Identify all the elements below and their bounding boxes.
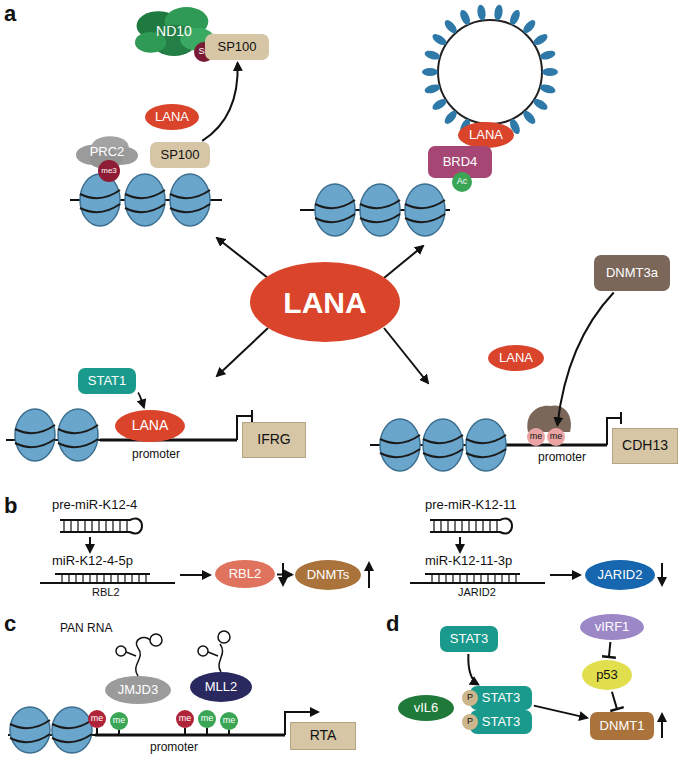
protein-shape: STAT1 xyxy=(78,368,136,394)
node-label: RTA xyxy=(310,728,337,743)
panel-letter: c xyxy=(4,612,16,636)
node-label: ND10 xyxy=(156,24,192,39)
mark-circle: me xyxy=(547,428,565,446)
protein-shape: MLL2 xyxy=(190,672,252,702)
node-label: LANA xyxy=(469,128,503,142)
node-label: JMJD3 xyxy=(118,683,158,697)
mark-circle: me xyxy=(110,712,128,730)
text-label: promoter xyxy=(132,448,180,461)
node-label: LANA xyxy=(283,286,366,319)
gene-box: CDH13 xyxy=(612,428,678,464)
node-label: IFRG xyxy=(257,432,290,447)
mark-circle: P xyxy=(462,690,478,706)
node-label: LANA xyxy=(132,418,169,433)
node-label: DNMTs xyxy=(307,568,350,582)
protein-shape: vIL6 xyxy=(398,695,454,721)
protein-shape: p53 xyxy=(582,660,632,690)
protein-shape: STAT3 xyxy=(470,710,532,734)
arrow-connector xyxy=(557,293,613,426)
text-label: promoter xyxy=(150,741,198,754)
node-label: me xyxy=(113,716,126,726)
node-label: me xyxy=(223,716,236,726)
mark-circle: me xyxy=(88,710,106,728)
node-label: vIRF1 xyxy=(595,620,630,634)
text-label: miR-K12-11-3p xyxy=(425,554,512,568)
mark-circle: me xyxy=(220,712,238,730)
mark-circle: me xyxy=(176,710,194,728)
protein-shape: SP100 xyxy=(205,34,269,60)
protein-shape: LANA xyxy=(115,410,185,442)
node-label: LANA xyxy=(155,110,189,124)
protein-shape: SP100 xyxy=(150,142,210,168)
node-label: SP100 xyxy=(160,148,199,162)
protein-shape: LANA xyxy=(488,345,544,371)
text-label: RBL2 xyxy=(92,586,120,598)
panel-letter: a xyxy=(4,2,16,26)
text-label: JARID2 xyxy=(458,586,496,598)
text-label: miR-K12-4-5p xyxy=(52,554,133,568)
protein-shape: RBL2 xyxy=(215,560,275,588)
node-label: DNMT3a xyxy=(606,266,658,280)
text-label: pre-miR-K12-11 xyxy=(425,498,517,512)
node-label: Ac xyxy=(457,177,468,187)
mark-circle: Ac xyxy=(452,172,472,192)
protein-shape: DNMT1 xyxy=(590,712,654,740)
panel-letter: d xyxy=(386,612,399,636)
mark-circle: me xyxy=(527,428,545,446)
node-label: JARID2 xyxy=(598,568,643,582)
node-label: STAT3 xyxy=(482,715,521,729)
node-label: BRD4 xyxy=(443,155,478,169)
node-label: vIL6 xyxy=(414,701,439,715)
panel-letter: b xyxy=(4,494,17,518)
protein-shape: DNMTs xyxy=(295,560,361,590)
node-label: STAT1 xyxy=(88,374,127,388)
arrow-connector xyxy=(534,706,587,718)
protein-shape: LANA xyxy=(250,262,400,342)
node-label: p53 xyxy=(596,668,618,682)
protein-shape: vIRF1 xyxy=(580,614,644,640)
node-label: me3 xyxy=(101,167,117,176)
protein-shape: LANA xyxy=(458,122,514,148)
node-label: me xyxy=(530,432,543,442)
inhibition-connector xyxy=(609,642,611,657)
node-label: PRC2 xyxy=(90,145,125,159)
gene-box: RTA xyxy=(290,722,356,750)
node-label: RBL2 xyxy=(229,567,262,581)
node-label: DNMT1 xyxy=(600,719,645,733)
text-label: PAN RNA xyxy=(60,622,112,635)
mark-circle: P xyxy=(462,714,478,730)
node-label: LANA xyxy=(499,351,533,365)
arrow-connector xyxy=(468,654,478,685)
text-label: pre-miR-K12-4 xyxy=(52,498,137,512)
protein-shape: LANA xyxy=(145,104,199,130)
protein-shape: DNMT3a xyxy=(594,255,670,291)
node-label: CDH13 xyxy=(622,438,668,453)
protein-shape: STAT3 xyxy=(470,686,532,710)
node-label: me xyxy=(91,714,104,724)
node-label: STAT3 xyxy=(482,691,521,705)
protein-shape: JMJD3 xyxy=(105,676,171,704)
inhibition-connector xyxy=(612,692,617,709)
node-label: P xyxy=(467,693,473,703)
mark-circle: me xyxy=(198,710,216,728)
text-label: promoter xyxy=(538,451,586,464)
node-label: SP100 xyxy=(217,40,256,54)
node-label: me xyxy=(201,714,214,724)
gene-box: IFRG xyxy=(242,422,306,458)
node-label: P xyxy=(467,717,473,727)
node-label: MLL2 xyxy=(205,680,238,694)
protein-shape: STAT3 xyxy=(440,626,498,652)
arrow-connector xyxy=(138,393,144,408)
node-label: me xyxy=(550,432,563,442)
arrow-connector xyxy=(202,63,237,141)
node-label: STAT3 xyxy=(450,632,489,646)
arrow-connector xyxy=(277,573,292,575)
node-label: me xyxy=(179,714,192,724)
protein-shape: JARID2 xyxy=(585,560,655,590)
mark-circle: me3 xyxy=(98,160,120,182)
